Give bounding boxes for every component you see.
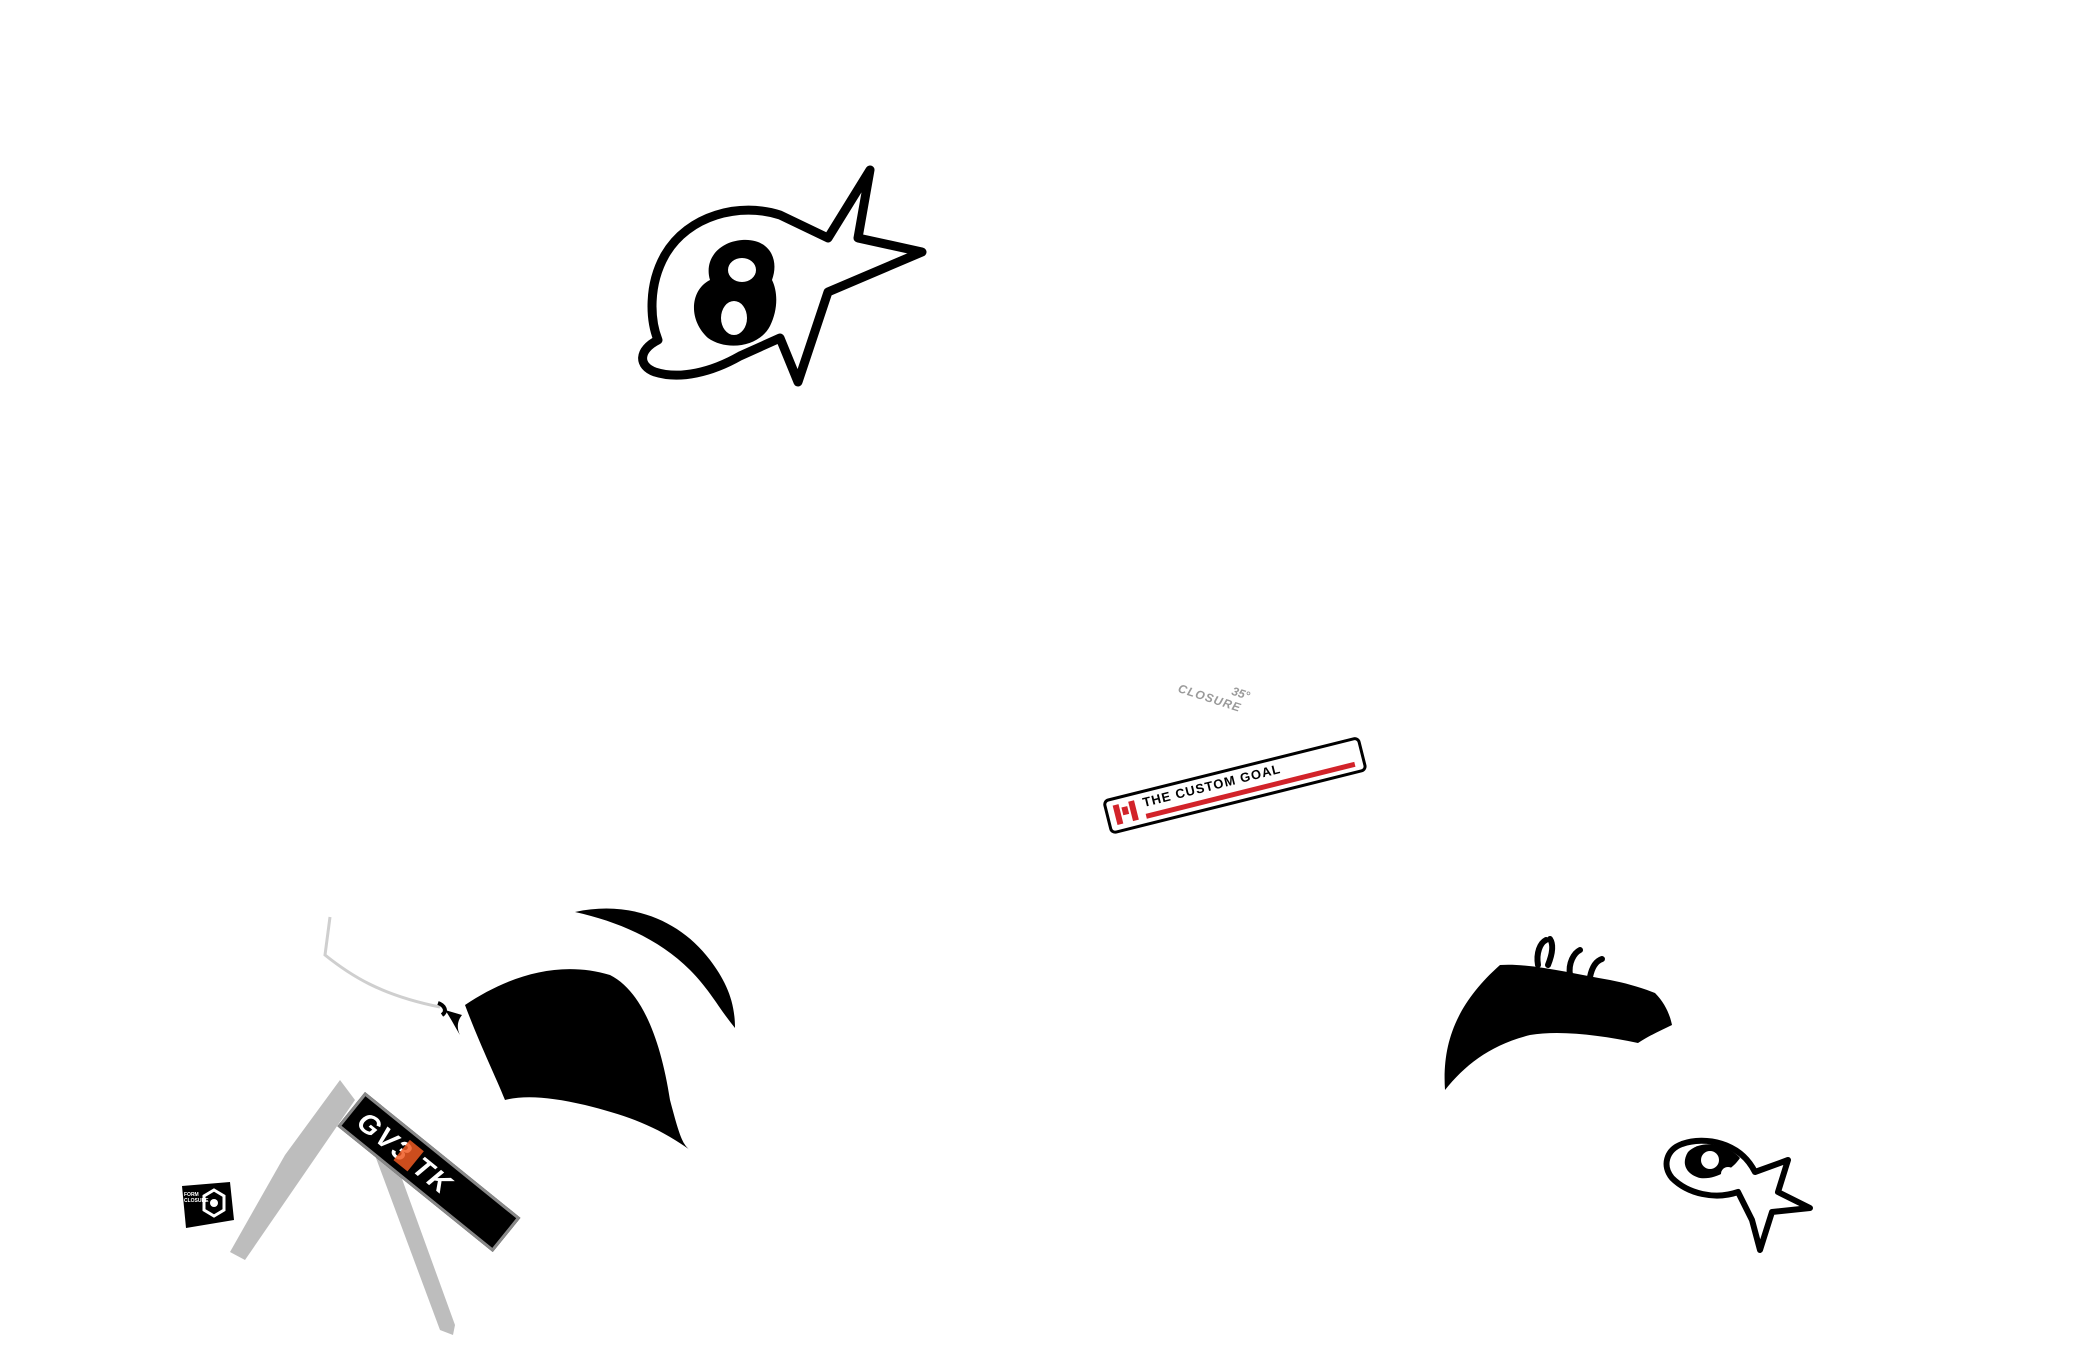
grey-outline-arc [320,915,450,1017]
grey-stripe-right [355,1110,465,1335]
hex-badge-icon: FORM CLOSURE [176,1180,236,1230]
maple-leaf-flag-icon [1112,800,1139,825]
custom-goal-banner: THE CUSTOM GOAL [1102,735,1368,835]
grey-stripe-left [225,1080,355,1260]
black-arc-stripe [570,900,740,1030]
closure-label: 35° CLOSURE [1171,668,1271,740]
small-star-logo-icon [1660,1130,1820,1253]
black-blade-shape [440,955,700,1155]
black-brow-shape [1440,935,1680,1095]
hex-badge-text: FORM CLOSURE [184,1192,209,1204]
large-star-logo-icon [630,160,930,440]
